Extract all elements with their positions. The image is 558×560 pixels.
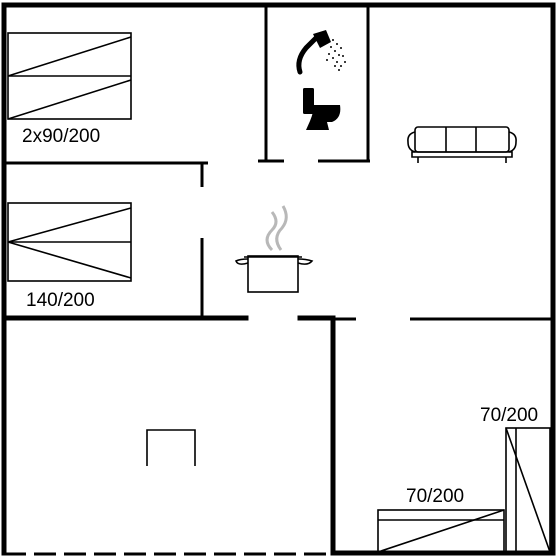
cooking-pot-icon	[234, 205, 314, 293]
bed-twin-label: 2x90/200	[22, 126, 100, 147]
interior-walls	[1, 5, 556, 556]
bed-single-lower-label: 70/200	[406, 486, 464, 507]
sofa-icon	[407, 126, 517, 163]
bed-double-label: 140/200	[26, 290, 95, 311]
table-icon	[146, 429, 196, 466]
shower-icon	[296, 30, 346, 75]
bed-single-lower	[377, 509, 505, 553]
bed-twin	[7, 32, 132, 120]
bed-double	[7, 202, 132, 282]
bed-single-upper-label: 70/200	[480, 405, 538, 426]
toilet-icon	[303, 88, 341, 130]
bed-single-upper	[505, 427, 551, 553]
